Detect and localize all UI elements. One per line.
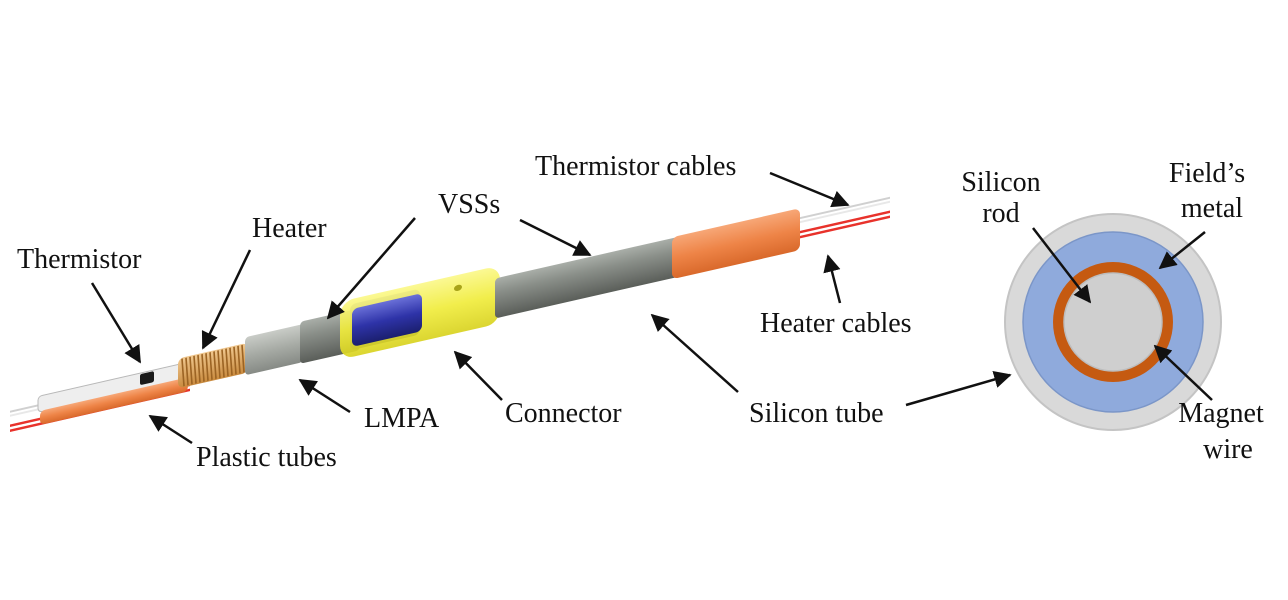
label-plastic-tubes: Plastic tubes [196,442,337,473]
heater-coil-turn [209,352,213,381]
label-thermistor-cables: Thermistor cables [535,151,736,182]
arrow-heater-cables [823,254,842,304]
heater-coil-turn [185,357,189,386]
heater-coil-turn [189,356,193,385]
silicon-tube-body [495,236,685,318]
arrow-heater [201,249,252,350]
arrow-plastic-tubes [148,414,193,445]
heater-coil-turn [237,345,241,374]
heater-coil-turn [233,346,237,375]
arrow-vss-right [519,218,592,257]
heater-coil-turn [181,358,185,387]
label-silicon-tube: Silicon tube [749,398,884,429]
heater-coil [178,343,248,388]
heater-coil-turn [229,347,233,376]
heater-coil-turn [217,350,221,379]
arrow-silicon-tube-left [650,313,739,393]
connector-body [340,268,500,357]
right-cables [800,196,890,239]
label-fields-metal-line1: Field’s [1169,158,1245,189]
label-silicon-rod-line2: rod [982,198,1019,229]
plastic-tubes [37,362,189,424]
labels: Thermistor Heater VSSs Thermistor cables… [17,151,1264,473]
label-heater: Heater [252,213,327,244]
label-vsss: VSSs [438,189,500,220]
arrow-connector [453,350,503,401]
thermistor-bead [140,371,154,385]
label-lmpa: LMPA [364,403,440,434]
label-magnet-wire-line2: wire [1203,434,1253,465]
heater-coil-turn [213,351,217,380]
arrow-magnet-wire [1153,344,1213,401]
arrows [90,171,1213,445]
arrow-fields-metal [1158,231,1206,270]
orange-sleeve [672,209,800,279]
arrow-thermistor [90,282,142,364]
label-silicon-rod-line1: Silicon [961,167,1040,198]
label-fields-metal-line2: metal [1181,193,1243,224]
heater-coil-turn [193,355,197,384]
label-thermistor: Thermistor [17,244,142,275]
arrow-vss-left [326,217,416,320]
heater-coil-turn [241,344,245,373]
lmpa-section [245,324,303,375]
heater-coil-turn [201,353,205,382]
arrow-silicon-rod [1032,227,1092,304]
label-heater-cables: Heater cables [760,308,912,339]
label-connector: Connector [505,398,622,429]
label-magnet-wire-line1: Magnet [1178,398,1264,429]
heater-coil-turn [221,349,225,378]
arrow-thermistor-cables [769,171,850,208]
heater-coil-turn [225,348,229,377]
arrow-silicon-tube-right [905,370,1012,407]
heater-coil-turn [197,354,201,383]
probe-assembly [10,196,890,432]
heater-coil-turn [205,352,209,381]
arrow-lmpa [298,378,351,414]
